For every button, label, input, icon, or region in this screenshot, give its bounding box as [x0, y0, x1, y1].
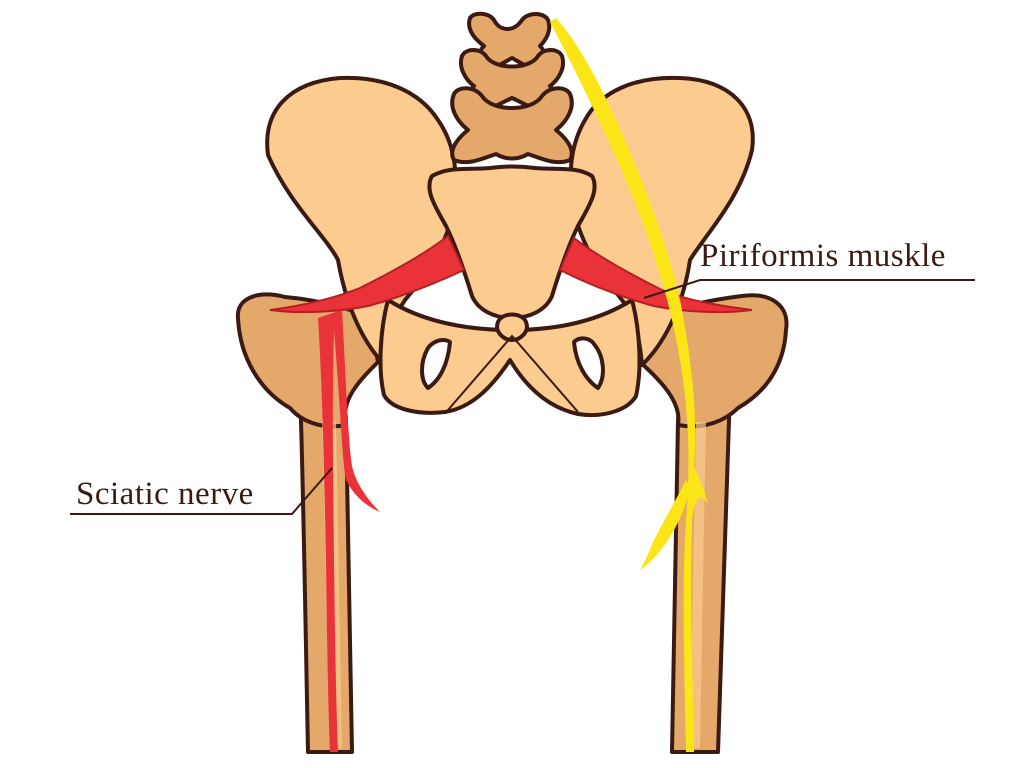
left-obturator-foramen: [420, 338, 452, 390]
right-piriformis-muscle: [558, 236, 753, 314]
piriformis-leader-line: [643, 279, 975, 299]
sacrum: [427, 164, 597, 320]
right-femur: [638, 293, 789, 754]
vertebra-l5: [450, 86, 574, 165]
right-nerve-branch: [640, 480, 690, 570]
left-femur: [235, 292, 380, 754]
sciatic-label-group: Sciatic nerve: [70, 467, 333, 515]
piriformis-label-group: Piriformis muskle: [643, 238, 975, 299]
lumbar-vertebrae: [450, 11, 574, 165]
right-obturator-foramen: [572, 336, 605, 390]
right-femur-highlight: [690, 422, 706, 748]
coccyx: [495, 312, 529, 342]
sciatic-label: Sciatic nerve: [76, 476, 254, 512]
piriformis-label: Piriformis muskle: [700, 238, 946, 274]
left-piriformis-muscle: [269, 234, 466, 314]
left-sciatic-nerve-path: [318, 310, 380, 752]
right-sciatic-nerve-path: [550, 18, 708, 752]
ischial-leader: [447, 334, 579, 413]
sciatic-leader-line: [70, 467, 333, 515]
